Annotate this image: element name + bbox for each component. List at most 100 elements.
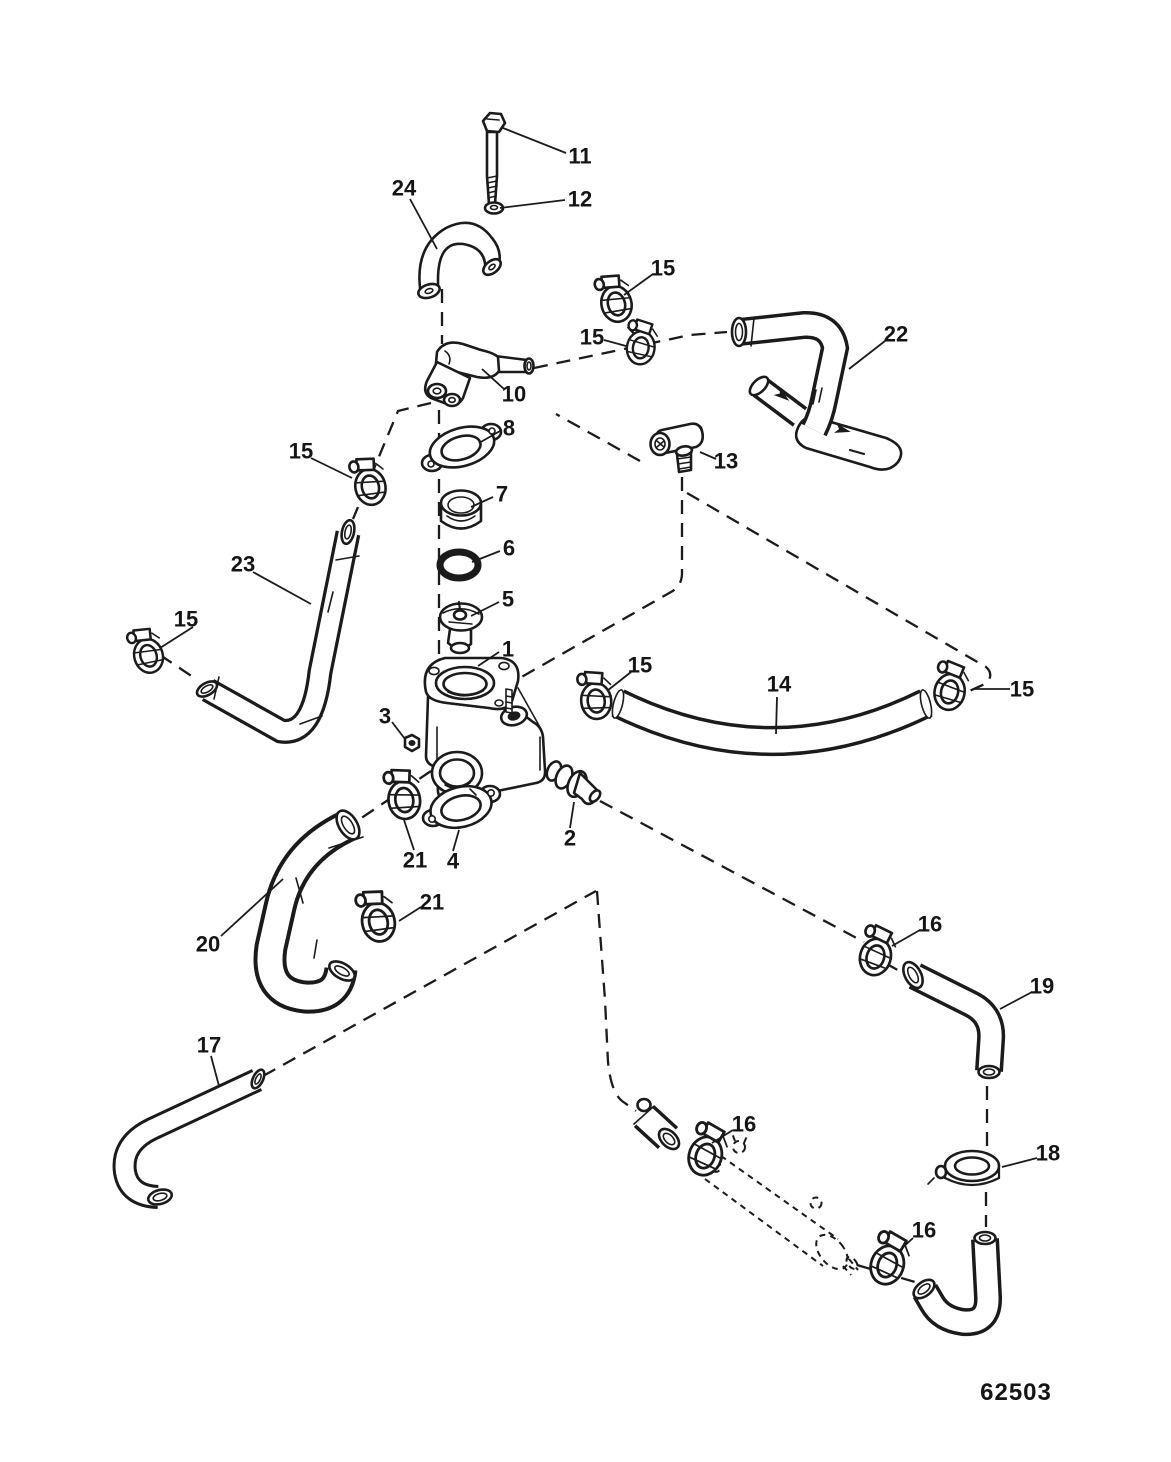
- callout-21: 21: [403, 819, 427, 873]
- callout-label: 12: [568, 187, 592, 212]
- callout-leader: [471, 550, 501, 563]
- callout-leader: [470, 601, 500, 617]
- callout-leader: [477, 651, 500, 667]
- callout-label: 7: [496, 482, 508, 507]
- callout-label: 15: [174, 607, 198, 632]
- callout-leader: [470, 496, 494, 508]
- callout-label: 15: [580, 325, 604, 350]
- callout-leader: [606, 671, 632, 692]
- callout-6: 6: [471, 536, 515, 563]
- callout-16: 16: [711, 1112, 756, 1144]
- tee-fitting: [649, 422, 705, 474]
- callout-21: 21: [398, 890, 444, 922]
- callout-15: 15: [580, 325, 627, 350]
- hose-14: [611, 689, 933, 756]
- callout-17: 17: [197, 1033, 221, 1087]
- sleeve: [439, 489, 483, 530]
- callout-label: 1: [502, 637, 514, 662]
- callout-15: 15: [159, 607, 198, 649]
- callout-7: 7: [470, 482, 508, 508]
- callout-label: 21: [403, 848, 427, 873]
- callout-leader: [502, 127, 567, 154]
- hose-22: [730, 311, 903, 471]
- callout-label: 5: [502, 587, 514, 612]
- callout-label: 6: [503, 536, 515, 561]
- callout-leader: [848, 340, 886, 370]
- o-ring: [436, 548, 482, 582]
- gasket-upper: [420, 422, 503, 473]
- callout-leader: [220, 878, 284, 937]
- callout-leader: [210, 1055, 220, 1087]
- callout-label: 20: [196, 932, 220, 957]
- callout-label: 11: [568, 144, 591, 169]
- hose-clamp-15a: [591, 269, 638, 327]
- callout-20: 20: [196, 878, 284, 957]
- callout-label: 19: [1030, 974, 1054, 999]
- callout-15: 15: [974, 677, 1034, 702]
- hose-clamp-15b: [622, 317, 661, 368]
- callout-leader: [1001, 1157, 1038, 1168]
- band-clamp-18: [927, 1149, 1001, 1187]
- callout-2: 2: [564, 801, 576, 851]
- callout-leader: [310, 457, 353, 479]
- callout-label: 10: [502, 382, 526, 407]
- callout-label: 4: [447, 849, 460, 874]
- callout-leader: [569, 801, 575, 829]
- callout-8: 8: [478, 416, 515, 444]
- callout-leader: [499, 199, 566, 209]
- callout-leader: [403, 819, 415, 851]
- ghost-pump-outline: [703, 1132, 859, 1276]
- hose-clamp-15e: [575, 668, 616, 722]
- callout-label: 18: [1036, 1141, 1060, 1166]
- callout-label: 22: [884, 322, 908, 347]
- hose-clamp-21a: [381, 765, 425, 823]
- callout-label: 15: [651, 256, 675, 281]
- hose-clamp-21b: [352, 885, 401, 947]
- thermostat-housing: [423, 656, 547, 811]
- callout-leader: [711, 1129, 734, 1144]
- callout-leader: [999, 991, 1033, 1010]
- callout-14: 14: [767, 672, 792, 735]
- callout-leader: [252, 571, 312, 605]
- callout-24: 24: [392, 176, 438, 250]
- callout-3: 3: [379, 704, 406, 740]
- callout-label: 16: [732, 1112, 756, 1137]
- callout-22: 22: [848, 322, 908, 370]
- hose-clamp-16c: [852, 921, 901, 981]
- hose-23: [195, 518, 361, 744]
- callout-label: 13: [714, 449, 738, 474]
- callout-16: 16: [897, 1218, 936, 1253]
- callout-12: 12: [499, 187, 592, 212]
- callout-leader: [603, 339, 627, 347]
- callout-leader: [391, 721, 406, 740]
- hose-19: [902, 960, 1006, 1080]
- callout-1: 1: [477, 637, 514, 667]
- barb-fitting: [545, 760, 602, 806]
- callout-label: 16: [918, 912, 942, 937]
- callout-leader: [897, 1237, 914, 1253]
- callout-label: 8: [503, 416, 515, 441]
- callout-leader: [481, 368, 505, 390]
- hose-clamp-16a: [680, 1118, 734, 1182]
- callout-10: 10: [481, 368, 526, 407]
- callout-leader: [398, 906, 422, 922]
- callout-leader: [159, 626, 194, 649]
- callout-11: 11: [502, 127, 592, 169]
- hose-clamp-15d: [124, 623, 170, 678]
- bolt: [481, 111, 507, 206]
- callout-label: 17: [197, 1033, 221, 1058]
- callout-4: 4: [447, 829, 460, 874]
- callout-leader: [699, 451, 717, 460]
- thermostat: [438, 600, 484, 655]
- callout-label: 15: [628, 653, 652, 678]
- callout-leader: [409, 198, 438, 250]
- callout-label: 3: [379, 704, 391, 729]
- callout-13: 13: [699, 449, 738, 474]
- callout-5: 5: [470, 587, 514, 617]
- callout-label: 15: [1010, 677, 1034, 702]
- callout-18: 18: [1001, 1141, 1060, 1168]
- callout-15: 15: [606, 653, 652, 692]
- gasket-lower: [421, 784, 502, 830]
- callout-16: 16: [891, 912, 942, 947]
